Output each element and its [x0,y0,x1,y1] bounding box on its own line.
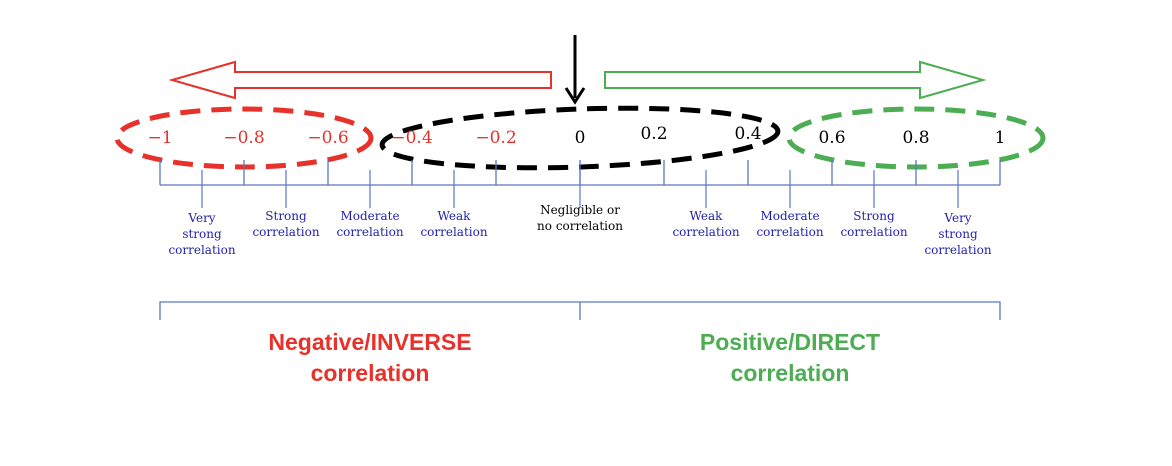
group-label-positive: Positive/DIRECT [700,329,880,355]
value-ticks: −1 −0.8 −0.6 −0.4 −0.2 0 0.2 0.4 0.6 0.8 1 [147,124,1005,148]
category-label: Strong [265,209,307,223]
group-label-negative: correlation [311,360,430,386]
category-label: Moderate [760,209,819,223]
group-label-positive: correlation [731,360,850,386]
tick-label: 0.8 [902,128,929,148]
direction-arrows [168,60,987,100]
tick-label: 0.6 [818,128,845,148]
category-label: Weak [438,209,472,223]
category-label: strong [182,227,222,241]
category-label: correlation [672,225,739,239]
category-label: Strong [853,209,895,223]
category-label: Very [187,211,215,225]
category-label: Negligible or [540,203,620,217]
tick-label: 0 [575,128,586,148]
category-label: correlation [420,225,487,239]
tick-label: 0.4 [734,124,761,144]
category-label: Weak [690,209,724,223]
arrow-right [604,60,987,100]
direction-groups: Negative/INVERSE correlation Positive/DIRE… [159,301,1001,386]
category-label: no correlation [537,219,623,233]
category-label: correlation [756,225,823,239]
tick-label: 1 [995,128,1006,148]
down-arrow-head [564,87,586,105]
strength-categories: Very strong correlation Strong correlation Mo… [168,170,992,257]
category-label: correlation [336,225,403,239]
tick-label: −0.6 [307,128,348,148]
zero-marker [564,35,586,105]
tick-label: −0.4 [391,128,432,148]
group-label-negative: Negative/INVERSE [268,329,471,355]
category-label: Moderate [340,209,399,223]
category-label: correlation [924,243,991,257]
category-label: Very [943,211,971,225]
tick-label: −1 [147,128,172,148]
category-label: strong [938,227,978,241]
tick-label: −0.8 [223,128,264,148]
category-label: correlation [168,243,235,257]
tick-label: −0.2 [475,128,516,148]
tick-label: 0.2 [640,124,667,144]
highlight-ellipse-neutral [379,105,781,171]
arrow-left [168,60,552,100]
category-label: correlation [840,225,907,239]
category-label: correlation [252,225,319,239]
